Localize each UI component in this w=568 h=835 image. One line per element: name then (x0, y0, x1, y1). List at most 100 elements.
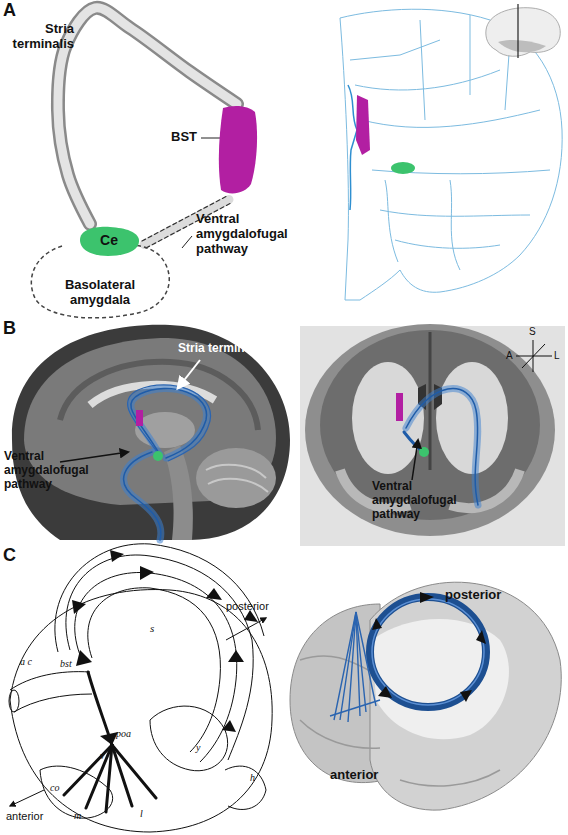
stria-ring (370, 597, 486, 707)
gyrus-line (300, 656, 500, 786)
annotation-label: posterior (226, 600, 269, 613)
cerebellum-folia (206, 465, 268, 492)
orientation-axes (516, 340, 552, 372)
stria-loop-line (66, 555, 253, 760)
tract-bundle (406, 389, 478, 505)
annotation-label: anterior (330, 768, 378, 783)
flow-arrowhead (76, 650, 92, 666)
sulcus-line (350, 40, 440, 60)
ring-arrowhead (372, 618, 382, 630)
annotation-label: S (529, 326, 536, 338)
commissure-tube (10, 672, 92, 712)
structure-abbreviation: h (250, 772, 255, 784)
stria-loop-line (55, 544, 264, 652)
structure-abbreviation: v (100, 750, 104, 762)
bst-nucleus-outline (219, 106, 257, 193)
ce-region (153, 451, 163, 461)
structure-abbreviation: poa (116, 728, 131, 740)
commissure-cut (9, 690, 19, 712)
annotation-label: L (554, 350, 560, 362)
posterior-block (370, 582, 561, 810)
sulcus-line (380, 210, 530, 216)
tract-bundle (131, 388, 207, 458)
tract-fiber (128, 385, 211, 461)
tract-bundle (124, 452, 161, 540)
annotation-label: posterior (445, 588, 501, 603)
projection-line (64, 745, 112, 795)
structure-abbreviation: s (150, 622, 154, 635)
stria-inner-line (88, 588, 221, 752)
flow-arrowhead (100, 732, 118, 745)
bst-nucleus: BST (215, 104, 259, 196)
node-shape (215, 104, 259, 196)
projection-line (112, 745, 132, 806)
structure-abbreviation: y (196, 742, 200, 754)
sulcus-line (420, 20, 425, 120)
projection-line (106, 745, 112, 812)
inset-section-line (517, 4, 518, 58)
sulcus-line (385, 180, 398, 262)
bst-region (136, 410, 143, 426)
tract-fiber (406, 389, 478, 505)
cut-surface (372, 619, 509, 739)
annotation-label: A (506, 350, 513, 362)
annotation-label: Stria terminalis (4, 22, 74, 52)
ce-region (391, 162, 415, 174)
leader-line (182, 236, 192, 248)
direction-arrow (10, 790, 44, 806)
node-label: Basolateral amygdala (50, 278, 150, 308)
flow-arrowhead (72, 600, 86, 614)
panel-letter: B (3, 318, 16, 339)
stria-outer-line (75, 572, 237, 762)
stria-ring-fiber (372, 599, 484, 705)
structure-abbreviation: bst (60, 658, 72, 670)
axis-line (522, 344, 545, 368)
sulcus-line (395, 240, 500, 248)
sulcus-line (362, 110, 540, 127)
structure-abbreviation: m (74, 810, 81, 822)
leader-line (201, 138, 220, 139)
projection-line (88, 672, 112, 745)
direction-arrow (226, 618, 266, 640)
pathway-fan (348, 612, 360, 722)
inset-temporal-lobe (498, 40, 546, 52)
flow-arrowhead (140, 566, 154, 580)
structure-abbreviation: a c (20, 656, 32, 668)
pathway-fan (340, 612, 366, 720)
ring-arrowhead (420, 592, 434, 603)
annotation-label: anterior (6, 810, 43, 823)
thalamus-outline (150, 706, 228, 771)
flow-arrowhead (110, 550, 124, 562)
bst-region (396, 393, 403, 421)
pathway-fan (330, 700, 380, 716)
flow-arrowhead (228, 650, 244, 662)
stria-tube-highlight (58, 8, 237, 224)
annotation-label: Ventral amygdalofugal pathway (4, 450, 100, 491)
ring-arrowhead (476, 630, 486, 644)
cerebellum (196, 448, 276, 508)
annotation-label: Stria terminalis (178, 342, 308, 356)
panel-letter: A (3, 0, 16, 21)
annotation-label: Ventral amygdalofugal pathway (196, 212, 306, 257)
pointer-arrow (60, 452, 128, 462)
sulcus-line (450, 180, 460, 270)
stria-tube (58, 8, 237, 224)
structure-abbreviation: l (140, 808, 143, 820)
bst-region (356, 95, 370, 155)
annotation-label: Ventral amygdalofugal pathway (372, 480, 472, 521)
node-label: BST (137, 130, 197, 145)
brain-outline (10, 590, 272, 832)
white-matter (436, 362, 508, 474)
sulcus-line (470, 15, 471, 95)
flow-arrowhead (206, 588, 222, 600)
tract-fiber (124, 452, 161, 540)
node-label: Ce (76, 232, 142, 248)
head-coronal (305, 324, 555, 536)
panel-letter: C (3, 545, 16, 566)
pointer-arrow (412, 440, 418, 480)
inset-brain (486, 8, 560, 57)
ce-region (419, 447, 429, 457)
